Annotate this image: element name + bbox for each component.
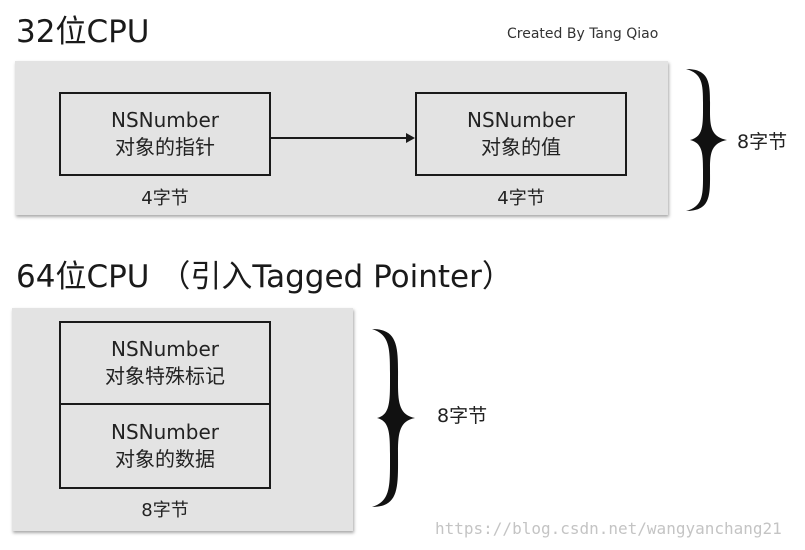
pointer-box: NSNumber 对象的指针 — [59, 92, 271, 176]
pointer-size-label: 4字节 — [141, 188, 189, 209]
data-cell-line1: NSNumber — [111, 420, 219, 444]
credit-text: Created By Tang Qiao — [507, 26, 659, 42]
brace-64bit-label: 8字节 — [437, 405, 488, 427]
tag-cell-line2: 对象特殊标记 — [105, 364, 225, 388]
data-cell: NSNumber 对象的数据 — [61, 405, 269, 487]
panel-64bit — [12, 308, 353, 531]
brace-32bit-label: 8字节 — [737, 131, 788, 153]
brace-64bit — [372, 329, 415, 507]
watermark-url: https://blog.csdn.net/wangyanchang21 — [435, 519, 782, 538]
brace-32bit — [686, 69, 727, 211]
section1-title: 32位CPU — [16, 14, 150, 50]
section2-title: 64位CPU （引入Tagged Pointer） — [16, 259, 513, 295]
value-box-line1: NSNumber — [467, 108, 575, 132]
tagged-size-label: 8字节 — [141, 500, 189, 521]
pointer-box-line2: 对象的指针 — [115, 135, 215, 159]
pointer-arrow — [271, 133, 415, 143]
tag-cell-line1: NSNumber — [111, 337, 219, 361]
data-cell-line2: 对象的数据 — [115, 447, 215, 471]
value-size-label: 4字节 — [497, 188, 545, 209]
value-box-line2: 对象的值 — [481, 135, 561, 159]
tagged-pointer-box: NSNumber 对象特殊标记 NSNumber 对象的数据 — [59, 321, 271, 489]
value-box: NSNumber 对象的值 — [415, 92, 627, 176]
tag-cell: NSNumber 对象特殊标记 — [61, 323, 269, 405]
pointer-box-line1: NSNumber — [111, 108, 219, 132]
